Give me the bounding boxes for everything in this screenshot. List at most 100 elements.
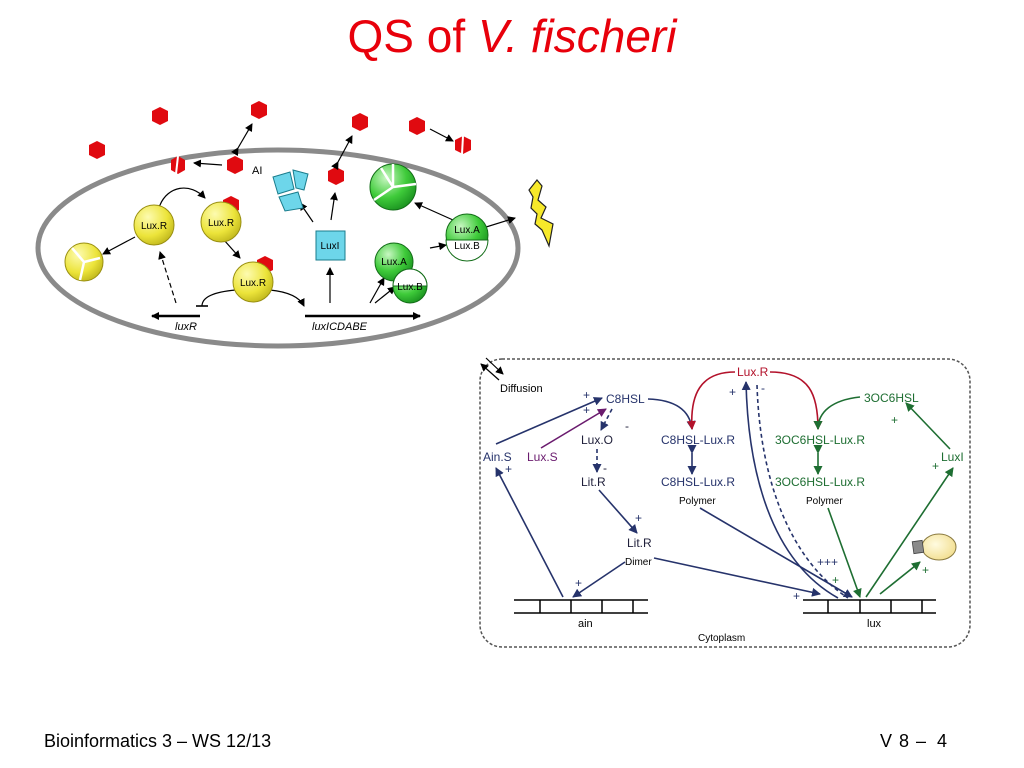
gene-luxr-label: luxR — [175, 321, 197, 333]
node-c8hsl: C8HSL — [606, 392, 645, 406]
sign: + — [932, 459, 939, 473]
diffusion-icon — [480, 357, 504, 381]
arrow — [330, 192, 338, 221]
footer-lecture: V 8 – — [880, 731, 928, 751]
arrow-luxr-3oc6hsl-complex — [769, 371, 823, 430]
node-3oc6hsl: 3OC6HSL — [864, 391, 919, 405]
sign: + — [729, 385, 736, 399]
arrow — [414, 202, 454, 221]
polymer-label: Polymer — [806, 496, 843, 507]
arrow-luxi-3oc6hsl — [905, 402, 951, 450]
luxa2-label: Lux.A — [381, 257, 407, 268]
title-prefix: QS of — [347, 10, 478, 62]
sign: + — [505, 462, 512, 476]
node-c8hsl-luxr: C8HSL-Lux.R — [661, 433, 735, 447]
degraded-luxi — [272, 169, 309, 212]
3oc6hsl-arrows — [813, 396, 954, 598]
sign: +++ — [817, 555, 838, 569]
cell-diagram: AI luxR luxIC — [35, 101, 554, 349]
luxr-protein-2: Lux.R — [200, 201, 242, 243]
polymer-label: Polymer — [679, 496, 716, 507]
lux-gene-label: lux — [867, 618, 882, 630]
node-litr-dimer: Lit.R — [627, 536, 652, 550]
sign: - — [625, 419, 629, 433]
regulation-signs: + + - + - + - + + + +++ + + + + — [505, 381, 939, 603]
arrow — [429, 128, 454, 142]
dimer-label: Dimer — [625, 557, 652, 568]
light-bulb-icon — [911, 533, 957, 561]
luxb-protein: Lux.B — [392, 268, 428, 304]
lux-gene — [803, 599, 936, 614]
dashed-arrow — [374, 286, 396, 304]
arrow-litr-dimer — [598, 489, 638, 534]
node-3oc6hsl-luxr: 3OC6HSL-Lux.R — [775, 433, 865, 447]
arrow-luxs-c8hsl — [540, 408, 607, 449]
luxr-protein-3: Lux.R — [232, 261, 274, 303]
ai-hexagon — [89, 141, 105, 159]
node-c8hsl-luxr-polymer: C8HSL-Lux.R — [661, 475, 735, 489]
dashed-c8hsl-luxo — [600, 408, 613, 431]
ai-hexagon — [352, 113, 368, 131]
arrow — [216, 232, 241, 259]
luxr-arrows — [687, 371, 823, 430]
node-ains: Ain.S — [483, 450, 512, 464]
node-3oc6hsl-luxr-polymer: 3OC6HSL-Lux.R — [775, 475, 865, 489]
title-species: V. fischeri — [477, 10, 677, 62]
arrow-lux-luxi — [865, 467, 954, 598]
arrow-c8hsl-complex — [647, 398, 696, 430]
sign: + — [575, 576, 582, 590]
arrow-luxr-c8hsl-complex — [687, 371, 736, 430]
repression-line — [201, 289, 237, 307]
diffusion-label: Diffusion — [500, 383, 543, 395]
ai-label: AI — [252, 165, 262, 177]
node-luxs: Lux.S — [527, 450, 558, 464]
sign: - — [603, 461, 607, 475]
cytoplasm-boundary — [479, 358, 971, 648]
ai-broken-hexagon — [171, 155, 185, 175]
ai-hexagon — [251, 101, 267, 119]
ai-hexagon — [152, 107, 168, 125]
sign: - — [761, 381, 765, 395]
luxb-label: Lux.B — [454, 241, 480, 252]
cytoplasm-label: Cytoplasm — [698, 633, 745, 644]
ain-gene-label: ain — [578, 618, 593, 630]
arrow-ains-c8hsl — [495, 397, 603, 445]
cell-arrows — [102, 123, 516, 307]
network-diagram: Diffusion C8HSL Lux.R 3OC6HSL Ain.S Lux.… — [479, 357, 971, 648]
arrow-polymer-lux — [699, 507, 853, 598]
luxi-label: LuxI — [321, 241, 340, 252]
arrow-polymer-lux-green — [827, 507, 862, 598]
luxb2-label: Lux.B — [397, 282, 423, 293]
arrow — [102, 236, 136, 255]
footer-page: 4 — [937, 731, 949, 751]
arrow — [231, 123, 253, 157]
luxi-protein: LuxI — [315, 230, 346, 261]
sign: + — [922, 563, 929, 577]
activation-arrow — [269, 289, 305, 307]
sign: + — [635, 511, 642, 525]
arrow — [193, 159, 223, 168]
ain-gene — [514, 599, 648, 614]
node-luxi: LuxI — [941, 450, 964, 464]
sign: + — [891, 413, 898, 427]
luxr-protein-1: Lux.R — [133, 204, 175, 246]
light-emission-icon — [528, 179, 554, 249]
ai-hexagon — [227, 156, 243, 174]
luciferase-complex: Lux.A Lux.B — [445, 213, 489, 262]
dashed-arrow — [158, 251, 177, 304]
slide-title: QS of V. fischeri — [0, 6, 1024, 66]
arrow-dimer-ain — [572, 561, 626, 598]
sign: + — [583, 388, 590, 402]
footer-course: Bioinformatics 3 – WS 12/13 — [44, 731, 272, 751]
sign: + — [583, 403, 590, 417]
ai-hexagon — [328, 167, 344, 185]
degraded-luciferase — [369, 163, 417, 211]
luxr-label: Lux.R — [208, 218, 234, 229]
dashed-arrow — [369, 277, 385, 304]
arrow — [153, 187, 206, 214]
ai-broken-hexagon — [455, 135, 471, 155]
gene-operon-label: luxICDABE — [312, 321, 368, 333]
arrow-3oc6hsl-complex — [813, 396, 861, 430]
node-luxo: Lux.O — [581, 433, 613, 447]
c8hsl-arrows — [495, 381, 853, 599]
